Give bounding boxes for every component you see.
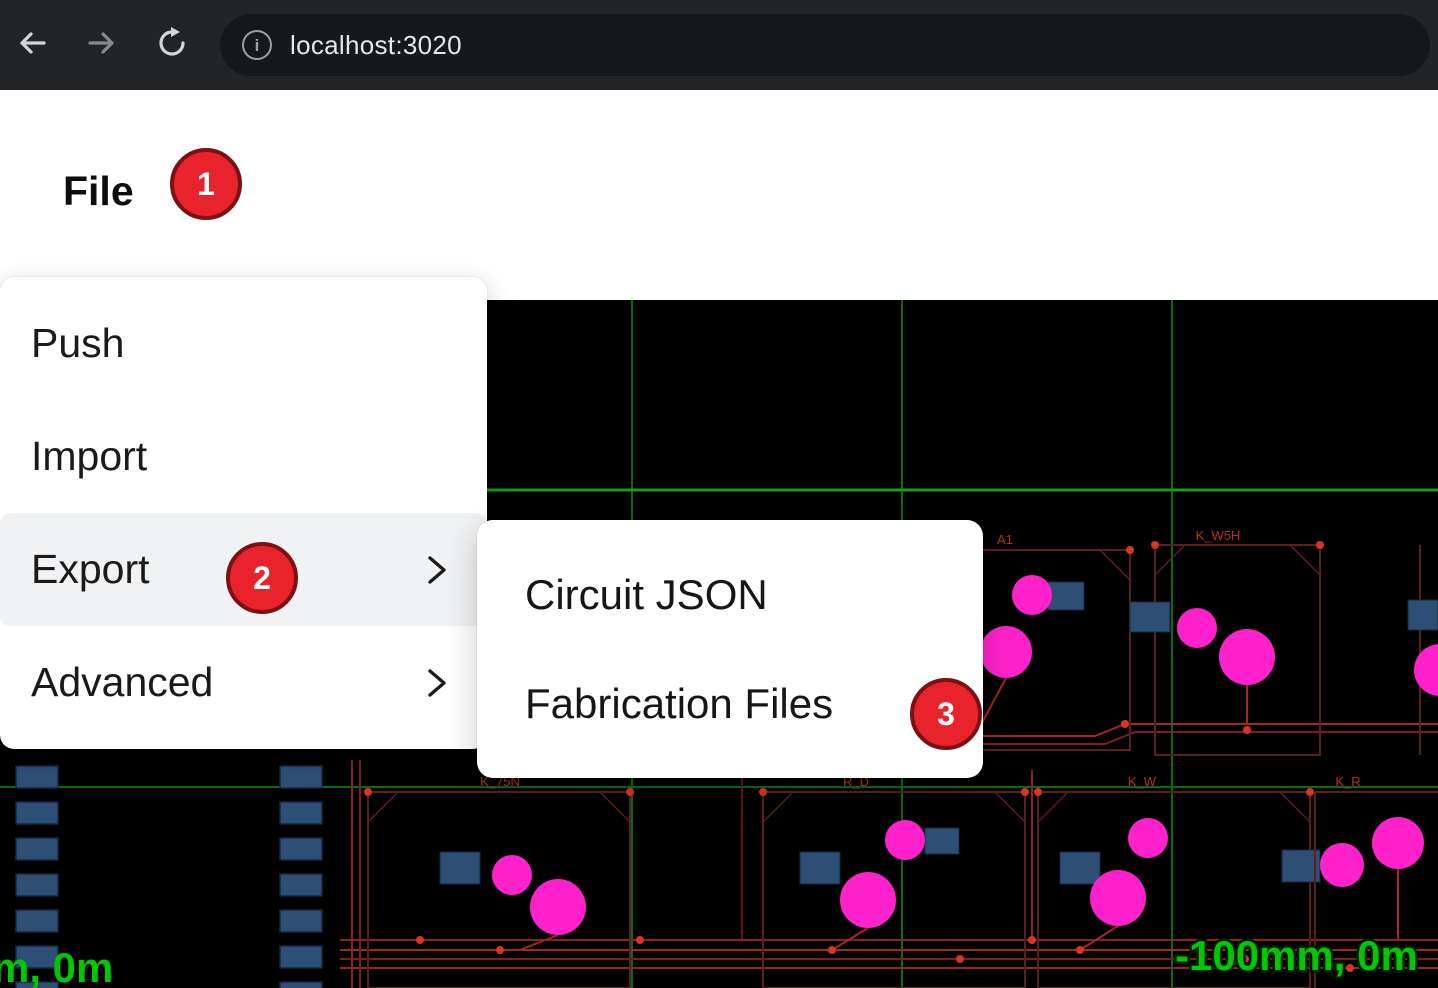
url-text: localhost:3020 [290,29,462,60]
file-dropdown-menu: Push Import Export Advanced [0,277,487,749]
menu-item-push[interactable]: Push [0,287,487,400]
footprint [1407,545,1438,755]
reload-icon [154,25,190,66]
submenu-item-circuit-json[interactable]: Circuit JSON [477,540,983,649]
back-arrow-icon [14,25,50,66]
submenu-item-label: Circuit JSON [525,570,768,618]
back-button[interactable] [10,23,54,67]
trace-buses [340,677,1438,988]
reload-button[interactable] [150,23,194,67]
footprint [367,791,631,988]
footprint [1314,791,1438,988]
menu-item-label: Advanced [31,659,214,705]
menu-item-label: Push [31,320,125,366]
chevron-right-icon [425,550,449,590]
footprint [929,549,1131,751]
trace-junction-dots [364,541,1354,972]
svg-text:A1: A1 [997,532,1013,547]
file-menu-button[interactable]: File [63,168,134,214]
footprint [1037,791,1321,988]
forward-arrow-icon [84,25,120,66]
submenu-item-fabrication-files[interactable]: Fabrication Files [477,649,983,758]
annotation-badge-2: 2 [226,542,298,614]
footprint [1129,544,1321,756]
coordinate-label-left: m, 0m [0,944,113,988]
pad-columns [15,765,323,988]
menu-item-advanced[interactable]: Advanced [0,626,487,739]
forward-button[interactable] [80,23,124,67]
svg-text:K_R: K_R [1335,774,1360,789]
annotation-badge-1: 1 [170,148,242,220]
info-icon[interactable]: i [242,30,272,60]
menu-item-label: Export [31,546,150,592]
submenu-item-label: Fabrication Files [525,679,834,727]
browser-toolbar: i localhost:3020 [0,0,1438,90]
url-bar[interactable]: i localhost:3020 [220,14,1430,76]
menu-item-label: Import [31,433,148,479]
svg-text:K_W5H: K_W5H [1196,528,1241,543]
menu-item-import[interactable]: Import [0,400,487,513]
svg-text:K_W: K_W [1128,774,1157,789]
export-submenu: Circuit JSON Fabrication Files [477,520,983,778]
coordinate-label-right: -100mm, 0m [1175,932,1418,979]
annotation-badge-3: 3 [910,678,982,750]
footprint [762,791,1026,988]
chevron-right-icon [425,663,449,703]
